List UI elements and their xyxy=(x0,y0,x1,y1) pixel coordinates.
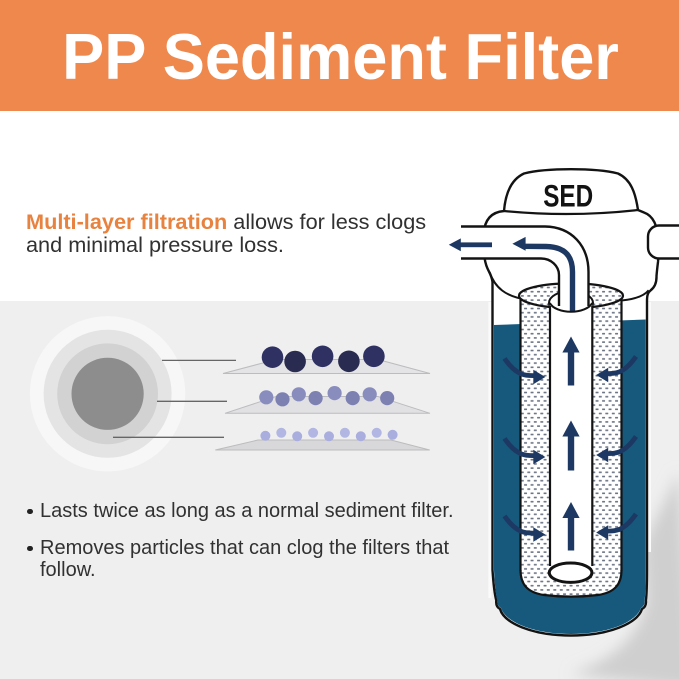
svg-text:SED: SED xyxy=(543,178,593,214)
